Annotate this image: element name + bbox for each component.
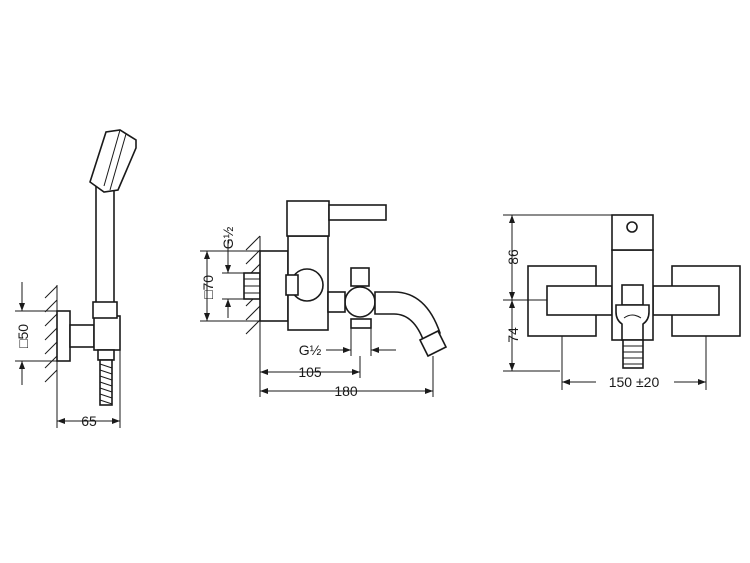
handshower-wall-block bbox=[56, 310, 71, 362]
mixer-front-view: 86 74 150 ±20 bbox=[503, 214, 741, 390]
shower-outlet bbox=[350, 318, 372, 329]
label-handshower-depth: 65 bbox=[81, 413, 97, 429]
dim-mixer-overall-length: 180 bbox=[260, 356, 434, 399]
mixer-lever bbox=[328, 204, 387, 221]
diverter-knob bbox=[350, 267, 370, 287]
label-front-height-bottom: 74 bbox=[505, 327, 521, 343]
dim-mixer-thread-bottom: G½ bbox=[299, 328, 396, 358]
handshower-hose bbox=[99, 359, 113, 406]
handshower-handle bbox=[95, 185, 115, 305]
wall-hatch-left bbox=[44, 285, 58, 383]
label-handshower-square: □50 bbox=[15, 324, 31, 348]
handshower-hose-nut bbox=[97, 349, 115, 361]
handshower-head bbox=[89, 129, 137, 193]
mixer-rosette bbox=[259, 250, 289, 322]
dim-mixer-thread-top: G½ bbox=[220, 226, 244, 318]
mixer-cartridge bbox=[286, 200, 330, 237]
label-mixer-thread-top: G½ bbox=[220, 226, 236, 249]
mixer-spout-tip bbox=[418, 329, 448, 358]
label-front-centers: 150 ±20 bbox=[609, 374, 660, 390]
front-aerator bbox=[622, 339, 644, 369]
front-cartridge bbox=[611, 214, 654, 251]
label-front-height-top: 86 bbox=[505, 249, 521, 265]
dim-mixer-square: □70 bbox=[200, 250, 260, 322]
front-lever-pivot bbox=[626, 221, 638, 233]
handshower-handle-collar bbox=[92, 301, 118, 319]
dim-mixer-spout-offset: 105 bbox=[259, 335, 361, 397]
diverter-body bbox=[344, 286, 376, 318]
label-mixer-overall-length: 180 bbox=[334, 383, 358, 399]
dim-front-height-top: 86 bbox=[503, 214, 612, 301]
dim-front-centers: 150 ±20 bbox=[561, 336, 707, 390]
handshower-bracket-arm bbox=[69, 324, 95, 348]
front-diverter-knob bbox=[621, 284, 644, 306]
dim-handshower-depth: 65 bbox=[56, 350, 121, 429]
label-mixer-spout-offset: 105 bbox=[298, 364, 322, 380]
front-pipe-left bbox=[546, 285, 613, 316]
handshower-holder bbox=[93, 315, 121, 351]
label-mixer-thread-bottom: G½ bbox=[299, 342, 322, 358]
front-pipe-right bbox=[652, 285, 720, 316]
dim-handshower-square: □50 bbox=[15, 282, 57, 385]
mixer-side-view: □70 G½ G½ 105 bbox=[200, 200, 448, 399]
label-mixer-square: □70 bbox=[200, 275, 216, 299]
handshower-view: □50 65 bbox=[15, 129, 137, 429]
dim-front-height-bottom: 74 bbox=[503, 300, 560, 372]
